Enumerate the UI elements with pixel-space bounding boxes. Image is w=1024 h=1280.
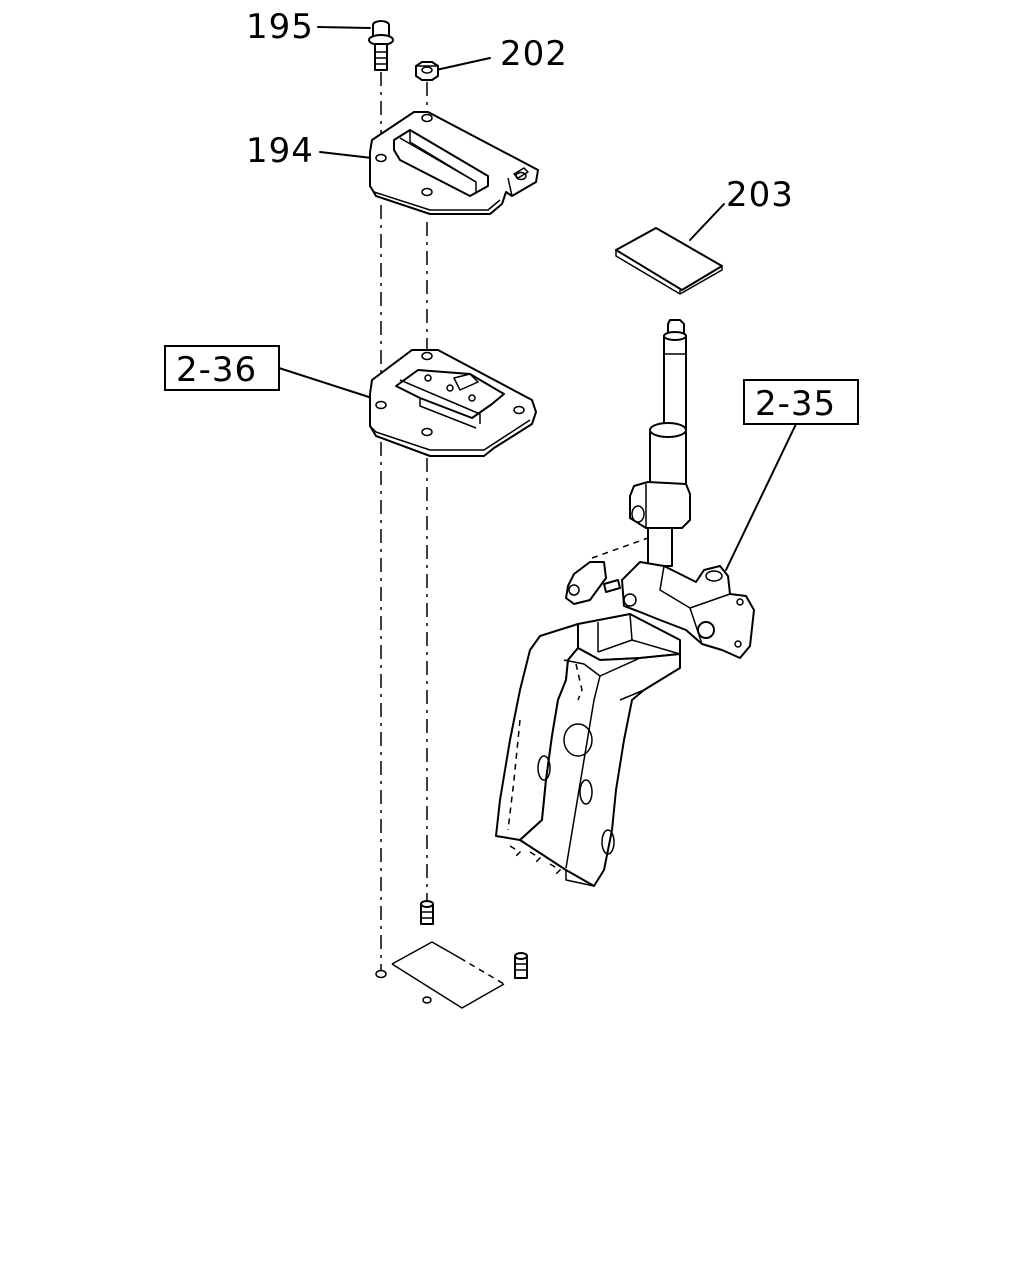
callout-203: 203 [726,175,794,215]
reference-label-2-36: 2-36 [176,350,257,390]
label-plate-203 [615,227,723,295]
nut-202 [415,61,439,81]
leader-202 [435,57,491,71]
plate-194 [369,111,539,215]
leader-203 [689,203,725,241]
leader-195 [317,26,371,29]
reference-box-2-36[interactable]: 2-36 [164,345,280,391]
bolt-195 [368,20,394,71]
plate-2-36 [369,349,537,457]
leader-2-35 [725,423,797,571]
leader-194 [319,151,373,159]
callout-202: 202 [500,34,568,74]
base-gasket [375,941,505,1009]
callout-195: 195 [246,7,314,47]
reference-box-2-35[interactable]: 2-35 [743,379,859,425]
dowel-pins [420,900,528,979]
reference-label-2-35: 2-35 [755,384,836,424]
shift-lever-assembly [495,319,755,887]
center-lines [380,72,428,970]
leader-2-36 [278,367,373,399]
callout-194: 194 [246,131,314,171]
